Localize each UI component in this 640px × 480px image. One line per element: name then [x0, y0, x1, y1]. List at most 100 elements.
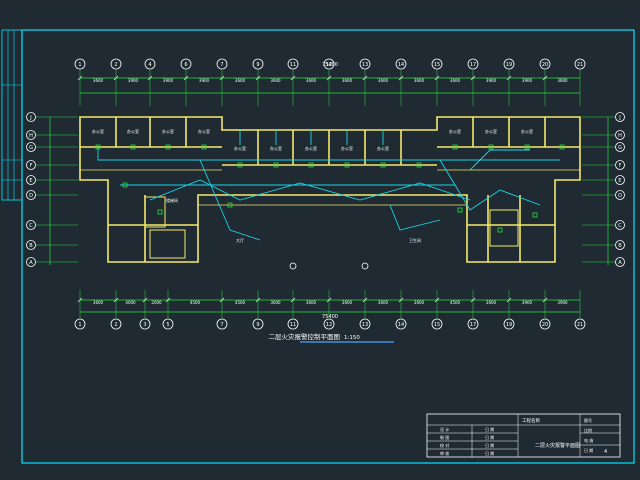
smoke-detector-symbol: [227, 202, 233, 208]
axis-label: 4: [148, 62, 151, 68]
wiring-run: [97, 147, 560, 161]
axis-label: 11: [290, 322, 296, 328]
dimension-tick: [77, 75, 83, 81]
floor-outlet-symbol: [361, 262, 369, 270]
room-label: 大厅: [236, 237, 244, 243]
dimension-tick: [398, 75, 404, 81]
wiring-run: [469, 149, 530, 171]
bottom-total-dimension: 75400: [322, 314, 338, 320]
room-label: 办公室: [234, 145, 246, 151]
dimension-tick: [362, 297, 368, 303]
axis-label: 1: [78, 62, 81, 68]
axis-label: 11: [290, 62, 296, 68]
axis-label: 12: [326, 322, 332, 328]
dimension-tick: [542, 297, 548, 303]
axis-label: C: [29, 223, 33, 229]
axis-label: 13: [362, 322, 368, 328]
smoke-detector-symbol: [559, 144, 565, 150]
dimension-text: 3600: [270, 300, 281, 305]
dimension-tick: [434, 297, 440, 303]
dimension-text: 3600: [235, 78, 246, 83]
axis-bubble: [252, 318, 264, 330]
axis-bubble: [503, 318, 515, 330]
title-block-cell: 电 施: [584, 437, 593, 443]
dimension-text: 3900: [522, 300, 533, 305]
axis-label: D: [29, 193, 33, 199]
title-block-cell: 校 对: [440, 442, 449, 448]
axis-bubble: [615, 130, 625, 140]
axis-label: G: [618, 145, 622, 151]
axis-bubble: [431, 318, 443, 330]
axis-bubble: [615, 257, 625, 267]
dimension-tick: [165, 297, 171, 303]
title-block-cell: 日 期: [584, 447, 593, 453]
axis-label: E: [618, 178, 621, 184]
fire-alarm-wiring: [97, 130, 560, 241]
axis-bubble: [216, 318, 228, 330]
axis-label: B: [29, 243, 33, 249]
dimension-tick: [398, 297, 404, 303]
axis-label: 15: [434, 322, 440, 328]
dimension-text: 3600: [450, 78, 461, 83]
dimension-text: 3600: [93, 78, 104, 83]
axis-bubble: [287, 58, 299, 70]
dimension-tick: [470, 75, 476, 81]
dimension-text: 3900: [128, 78, 139, 83]
axis-bubble: [26, 130, 36, 140]
dimension-tick: [147, 75, 153, 81]
axis-bubble: [110, 318, 122, 330]
axis-label: 5: [166, 322, 169, 328]
axis-bubble: [574, 58, 586, 70]
axis-bubble: [574, 318, 586, 330]
dimension-text: 3900: [163, 78, 174, 83]
axis-label: E: [29, 178, 32, 184]
axis-label: 9: [256, 322, 259, 328]
axis-bubble: [615, 142, 625, 152]
smoke-detector-symbol: [130, 144, 136, 150]
title-block-cell: 日 期: [485, 450, 494, 456]
wiring-run: [389, 204, 441, 231]
drawing-scale: 1:150: [344, 335, 360, 341]
axis-bubble: [162, 318, 174, 330]
axis-bubble: [395, 318, 407, 330]
axis-bubble: [467, 58, 479, 70]
axis-label: 14: [398, 322, 404, 328]
binding-strip: [1, 29, 23, 201]
axis-label: A: [618, 260, 622, 266]
axis-label: B: [618, 243, 622, 249]
dimension-tick: [77, 297, 83, 303]
title-block-sheet: 4: [604, 449, 607, 455]
axis-bubble: [615, 160, 625, 170]
dimension-tick: [470, 297, 476, 303]
dimension-text: 3600: [557, 78, 568, 83]
axis-label: H: [29, 133, 33, 139]
room-label: 楼梯间: [166, 197, 178, 203]
wiring-run: [149, 179, 471, 201]
dimension-tick: [506, 75, 512, 81]
title-block-cell: 日 期: [485, 442, 494, 448]
axis-bubble: [323, 58, 335, 70]
smoke-detector-symbol: [457, 207, 463, 213]
room-labels: 办公室办公室办公室办公室办公室办公室办公室办公室办公室办公室办公室办公室楼梯间大…: [92, 128, 533, 243]
dimension-text: 3600: [270, 78, 281, 83]
axis-label: 13: [362, 62, 368, 68]
wiring-run: [239, 130, 384, 145]
axis-label: G: [29, 145, 33, 151]
axis-bubble: [615, 190, 625, 200]
axis-bubble: [615, 240, 625, 250]
room-label: 办公室: [162, 128, 174, 134]
axis-bubble: [74, 58, 86, 70]
axis-bubble: [26, 112, 36, 122]
axis-label: A: [29, 260, 33, 266]
axis-bubble: [26, 175, 36, 185]
smoke-detector-symbol: [497, 227, 503, 233]
dimension-tick: [255, 75, 261, 81]
wiring-run: [439, 159, 541, 211]
axis-label: D: [618, 193, 622, 199]
drawing-frame: [21, 29, 635, 464]
dimension-text: 3600: [342, 78, 353, 83]
